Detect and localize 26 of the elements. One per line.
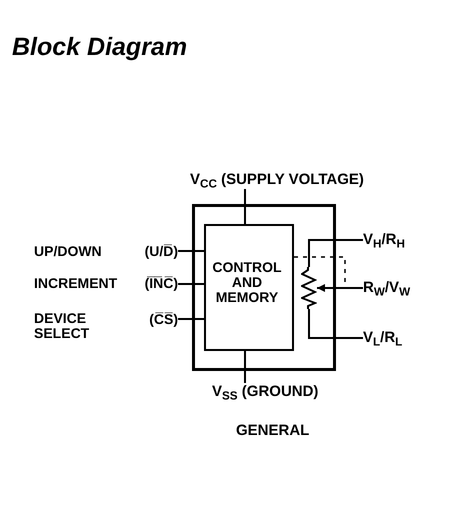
connector-line: [294, 256, 363, 289]
diagram-title: Block Diagram: [12, 33, 188, 62]
pin-function-label: DEVICE SELECT: [34, 311, 90, 341]
connector-line: [244, 189, 246, 224]
pin-name-label: (I̅N̅C̅): [144, 276, 178, 291]
pin-name-label: (C̅S̅): [149, 312, 178, 327]
resistor-terminal-label: V$_{H}$/R$_{H}$: [363, 231, 405, 248]
potentiometer-symbol: [301, 267, 317, 309]
pin-name-label: (U/D̅): [144, 244, 178, 259]
connector-line: [178, 318, 204, 320]
supply-pin-label: V$_{CC}$ (SUPPLY VOLTAGE): [190, 171, 364, 188]
resistor-terminal-label: V$_{L}$/R$_{L}$: [363, 329, 402, 346]
control-memory-block: [204, 224, 294, 351]
connector-line: [178, 283, 204, 285]
connector-line: [308, 239, 363, 267]
connector-line: [244, 351, 246, 383]
block-label: CONTROL AND MEMORY: [211, 260, 283, 305]
arrow: [317, 284, 363, 292]
caption-label: GENERAL: [236, 423, 310, 438]
package-outline: [192, 204, 336, 371]
connector-line: [308, 309, 363, 339]
resistor-terminal-label: R$_{W}$/V$_{W}$: [363, 279, 410, 296]
supply-pin-label: V$_{SS}$ (GROUND): [212, 383, 318, 400]
pin-function-label: INCREMENT: [34, 276, 118, 291]
pin-function-label: UP/DOWN: [34, 244, 102, 259]
connector-line: [178, 250, 204, 252]
